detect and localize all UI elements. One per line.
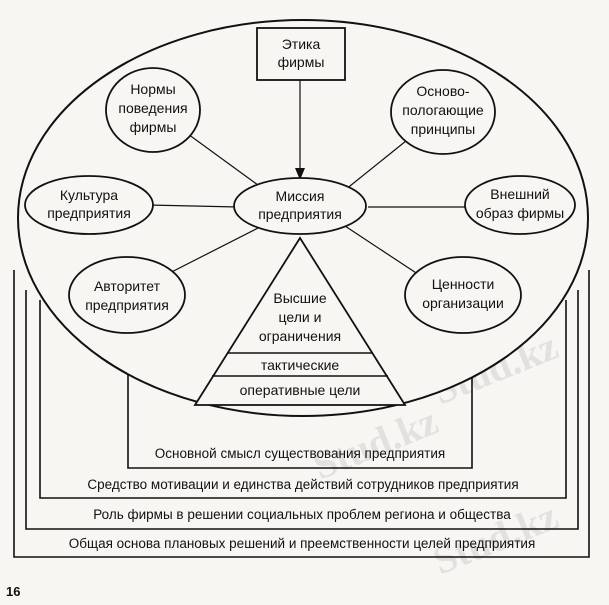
node-culture-line-2: предприятия: [47, 205, 131, 221]
node-mission-line-1: Миссия: [276, 188, 325, 204]
node-ethics: Этика фирмы: [256, 27, 346, 81]
node-culture: Культура предприятия: [24, 175, 154, 235]
node-principles-line-2: пологающие: [402, 102, 484, 118]
band-label-3: Роль фирмы в решении социальных проблем …: [93, 507, 511, 522]
node-norms-line-3: фирмы: [130, 119, 177, 135]
band-label-4: Общая основа плановых решений и преемств…: [69, 536, 536, 551]
node-culture-line-1: Культура: [60, 187, 118, 203]
node-norms: Нормы поведения фирмы: [105, 67, 201, 153]
node-principles-line-3: принципы: [411, 121, 475, 137]
node-principles-line-1: Осново-: [416, 83, 469, 99]
node-ethics-line-1: Этика: [282, 36, 321, 52]
goals-pyramid: Высшие цели и ограничения тактические оп…: [193, 236, 407, 406]
node-image-line-2: образ фирмы: [476, 205, 564, 221]
node-ethics-line-2: фирмы: [278, 54, 325, 70]
node-norms-line-1: Нормы: [130, 81, 175, 97]
node-authority: Авторитет предприятия: [68, 256, 186, 334]
node-authority-line-1: Авторитет: [94, 278, 161, 294]
node-image-line-1: Внешний: [490, 186, 549, 202]
node-authority-line-2: предприятия: [85, 297, 169, 313]
arrow-head: [295, 168, 305, 180]
band-outline-3: [25, 290, 579, 530]
node-values-line-1: Ценности: [432, 276, 495, 292]
pyramid-top-line-3: ограничения: [259, 328, 341, 344]
connector-culture: [147, 204, 239, 208]
band-outline-1: [127, 340, 473, 469]
node-mission: Миссия предприятия: [233, 177, 367, 235]
node-principles: Осново- пологающие принципы: [390, 69, 496, 155]
pyramid-bottom: оперативные цели: [240, 382, 361, 398]
page-number: 16: [6, 584, 20, 599]
pyramid-top-line-2: цели и: [279, 309, 322, 325]
node-values-line-2: организации: [422, 295, 504, 311]
band-label-1: Основной смысл существования предприятия: [155, 446, 445, 461]
node-image: Внешний образ фирмы: [464, 175, 576, 235]
bands: [13, 270, 590, 558]
band-outline-4: [13, 270, 590, 558]
band-label-2: Средство мотивации и единства действий с…: [87, 477, 518, 492]
pyramid-middle: тактические: [261, 357, 340, 373]
node-norms-line-2: поведения: [118, 100, 187, 116]
pyramid-top-line-1: Высшие: [273, 290, 326, 306]
node-values: Ценности организации: [404, 256, 522, 334]
node-mission-line-2: предприятия: [258, 206, 342, 222]
band-outline-2: [39, 300, 567, 499]
